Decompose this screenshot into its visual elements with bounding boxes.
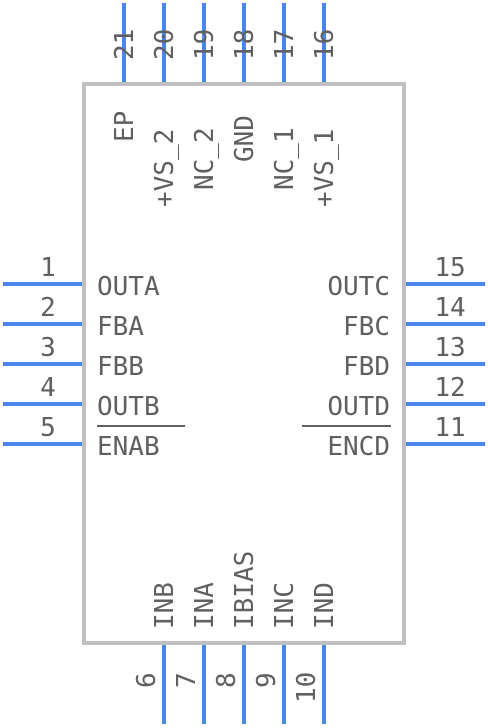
pin-name: NC_2: [190, 127, 220, 190]
pin-number: 2: [40, 293, 56, 323]
pin-name: OUTD: [327, 392, 390, 422]
pin-name: INA: [190, 582, 220, 629]
pin-name: IBIAS: [230, 551, 260, 629]
pin-number: 1: [40, 253, 56, 283]
pin-number: 4: [40, 373, 56, 403]
pin-number: 21: [110, 29, 140, 60]
pin-name: OUTC: [327, 272, 390, 302]
pin-name: OUTB: [97, 392, 160, 422]
pin-name: FBD: [343, 352, 390, 382]
pin-name: EP: [110, 111, 140, 142]
pin-number: 16: [310, 29, 340, 60]
pin-number: 5: [40, 413, 56, 443]
pin-number: 3: [40, 333, 56, 363]
pin-number: 13: [434, 333, 465, 363]
pin-number: 12: [434, 373, 465, 403]
pin-number: 18: [230, 29, 260, 60]
pin-name: GND: [230, 115, 260, 162]
pin-number: 10: [292, 672, 322, 703]
pin-number: 15: [434, 253, 465, 283]
pin-name: INB: [150, 582, 180, 629]
pin-number: 6: [132, 672, 162, 688]
pin-number: 7: [172, 672, 202, 688]
pin-name: FBB: [97, 352, 144, 382]
pin-number: 19: [190, 29, 220, 60]
pin-number: 20: [150, 29, 180, 60]
component-body: [82, 82, 406, 645]
pin-name: INC: [270, 582, 300, 629]
pin-number: 8: [212, 672, 242, 688]
pin-name: ENAB: [97, 432, 160, 462]
pin-name: NC_1: [270, 127, 300, 190]
pin-name: FBC: [343, 312, 390, 342]
pin-name: IND: [310, 582, 340, 629]
pin-number: 14: [434, 293, 465, 323]
pin-name: ENCD: [327, 432, 390, 462]
pin-name: OUTA: [97, 272, 160, 302]
pin-number: 17: [270, 29, 300, 60]
pin-number: 9: [252, 672, 282, 688]
pin-number: 11: [434, 413, 465, 443]
pin-name: +VS_2: [150, 129, 180, 207]
pin-name: +VS_1: [310, 129, 340, 207]
pin-name: FBA: [97, 312, 144, 342]
